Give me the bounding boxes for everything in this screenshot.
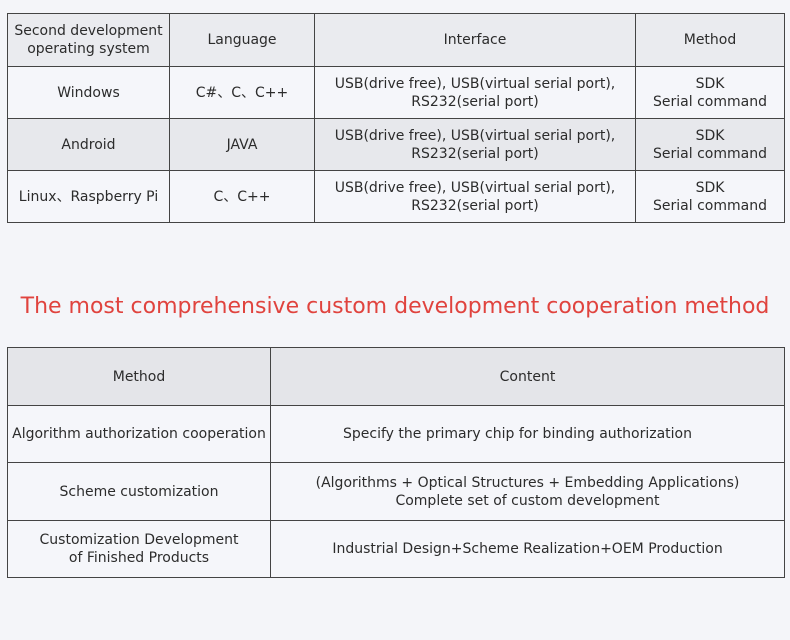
method-cell: Scheme customization (7, 462, 271, 521)
header-os-line-2: operating system (27, 41, 150, 57)
interface-cell: USB(drive free), USB(virtual serial port… (314, 170, 636, 223)
interface-line: RS232(serial port) (411, 145, 539, 162)
method-line: SDK (695, 127, 725, 144)
language-cell: C#、C、C++ (169, 66, 315, 119)
language-cell: JAVA (169, 118, 315, 171)
method-line: Customization Development (39, 532, 239, 548)
table-row: Android JAVA USB(drive free), USB(virtua… (7, 118, 785, 171)
content-cell: Specify the primary chip for binding aut… (270, 405, 785, 463)
interface-cell: USB(drive free), USB(virtual serial port… (314, 118, 636, 171)
method-line: Serial command (653, 93, 767, 110)
table-row: Customization Development of Finished Pr… (7, 520, 785, 578)
table-header-row: Second development operating system Lang… (7, 13, 785, 67)
header-interface: Interface (314, 13, 636, 67)
section-heading: The most comprehensive custom developmen… (20, 294, 770, 319)
content-cell: Industrial Design+Scheme Realization+OEM… (270, 520, 785, 578)
os-cell: Windows (7, 66, 170, 119)
content-cell: (Algorithms + Optical Structures + Embed… (270, 462, 785, 521)
interface-line: USB(drive free), USB(virtual serial port… (334, 179, 616, 196)
os-cell: Android (7, 118, 170, 171)
table-row: Algorithm authorization cooperation Spec… (7, 405, 785, 463)
method-cell: Algorithm authorization cooperation (7, 405, 271, 463)
method-cell: SDK Serial command (635, 66, 785, 119)
method-line: Serial command (653, 197, 767, 214)
header-content: Content (270, 347, 785, 406)
header-method: Method (7, 347, 271, 406)
language-cell: C、C++ (169, 170, 315, 223)
method-line: Serial command (653, 145, 767, 162)
content-line: (Algorithms + Optical Structures + Embed… (315, 474, 740, 491)
table-row: Windows C#、C、C++ USB(drive free), USB(vi… (7, 66, 785, 119)
interface-line: RS232(serial port) (411, 93, 539, 110)
method-cell: SDK Serial command (635, 170, 785, 223)
interface-line: USB(drive free), USB(virtual serial port… (334, 127, 616, 144)
header-os-line-1: Second development (14, 23, 163, 39)
table-header-row: Method Content (7, 347, 785, 406)
header-method: Method (635, 13, 785, 67)
method-cell: Customization Development of Finished Pr… (7, 520, 271, 578)
interface-line: RS232(serial port) (411, 197, 539, 214)
method-cell: SDK Serial command (635, 118, 785, 171)
content-line: Complete set of custom development (395, 492, 660, 509)
table-row: Linux、Raspberry Pi C、C++ USB(drive free)… (7, 170, 785, 223)
cooperation-method-table: Method Content Algorithm authorization c… (7, 347, 785, 578)
table-row: Scheme customization (Algorithms + Optic… (7, 462, 785, 521)
method-line: of Finished Products (68, 550, 210, 566)
method-line: SDK (695, 75, 725, 92)
os-support-table: Second development operating system Lang… (7, 13, 785, 223)
header-language: Language (169, 13, 315, 67)
interface-line: USB(drive free), USB(virtual serial port… (334, 75, 616, 92)
header-os: Second development operating system (7, 13, 170, 67)
os-cell: Linux、Raspberry Pi (7, 170, 170, 223)
method-line: SDK (695, 179, 725, 196)
interface-cell: USB(drive free), USB(virtual serial port… (314, 66, 636, 119)
